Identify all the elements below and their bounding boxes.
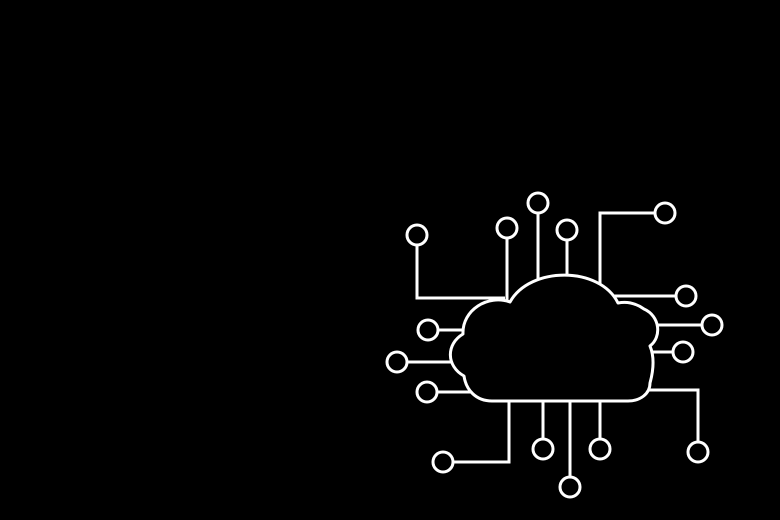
connector-node-left-horizontal-2 bbox=[385, 350, 409, 374]
connector-node-right-horizontal-3 bbox=[671, 340, 695, 364]
connector-node-top-left-elbow bbox=[405, 223, 429, 247]
connector-node-left-horizontal-3 bbox=[415, 380, 439, 404]
connector-line-bottom-left-elbow bbox=[453, 396, 511, 464]
connector-node-top-right-elbow bbox=[653, 201, 677, 225]
connector-node-right-horizontal-2 bbox=[700, 313, 724, 337]
connector-node-bottom-vertical-1 bbox=[531, 437, 555, 461]
cloud-shape bbox=[448, 273, 660, 403]
connector-node-left-horizontal-1 bbox=[416, 318, 440, 342]
connector-line-top-left-elbow bbox=[415, 245, 505, 300]
connector-node-right-horizontal-1 bbox=[674, 284, 698, 308]
connector-node-top-vertical-3 bbox=[555, 218, 579, 242]
connector-line-top-right-elbow bbox=[598, 211, 655, 303]
connector-node-bottom-left-elbow bbox=[431, 450, 455, 474]
connector-line-bottom-right-elbow bbox=[638, 388, 700, 442]
connector-node-top-vertical-1 bbox=[495, 216, 519, 240]
connector-node-top-vertical-2 bbox=[526, 191, 550, 215]
connector-node-bottom-vertical-3 bbox=[588, 437, 612, 461]
connector-node-bottom-right-elbow bbox=[686, 440, 710, 464]
connector-node-bottom-vertical-2 bbox=[558, 475, 582, 499]
